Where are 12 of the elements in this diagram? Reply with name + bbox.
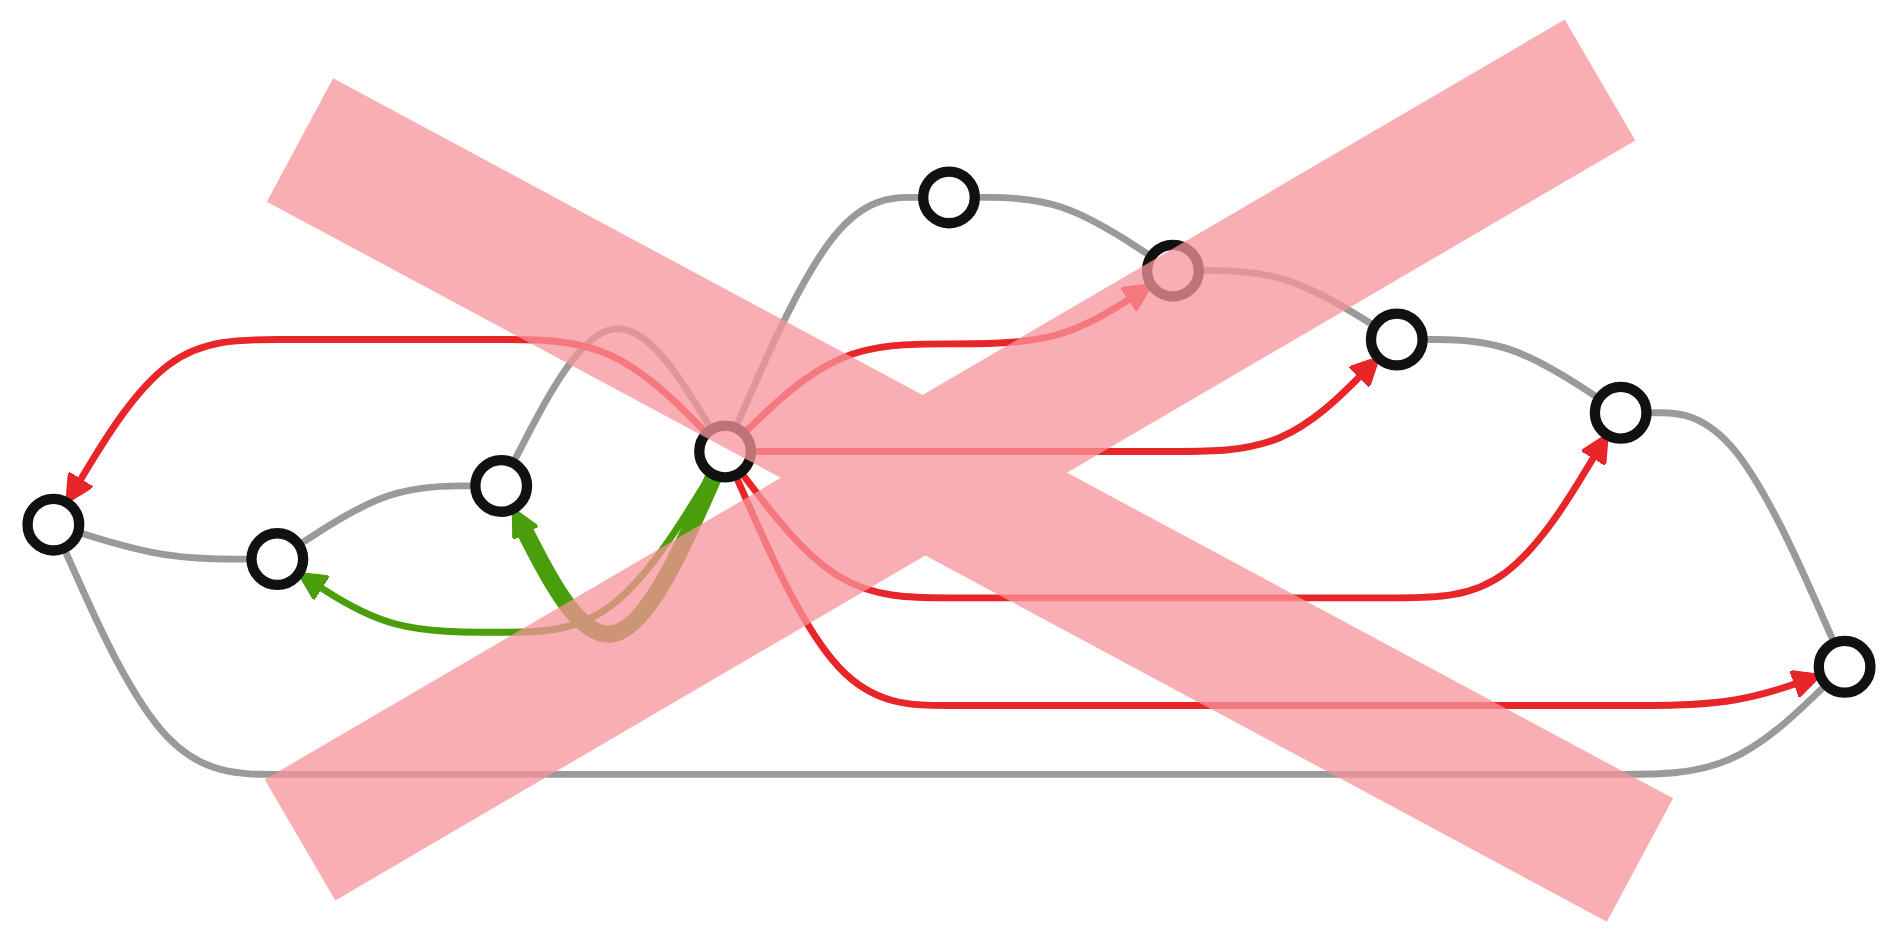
- node-circle: [1589, 381, 1652, 444]
- node-circle: [470, 454, 533, 517]
- connector: [1646, 409, 1838, 645]
- node-circle: [22, 493, 85, 556]
- connector: [297, 482, 476, 548]
- node-circle: [1365, 308, 1428, 371]
- connector: [77, 528, 252, 563]
- connector: [974, 194, 1154, 260]
- node-circle: [1813, 635, 1876, 698]
- node-circle: [246, 528, 309, 591]
- node-circle: [918, 166, 980, 229]
- connector: [1422, 336, 1601, 402]
